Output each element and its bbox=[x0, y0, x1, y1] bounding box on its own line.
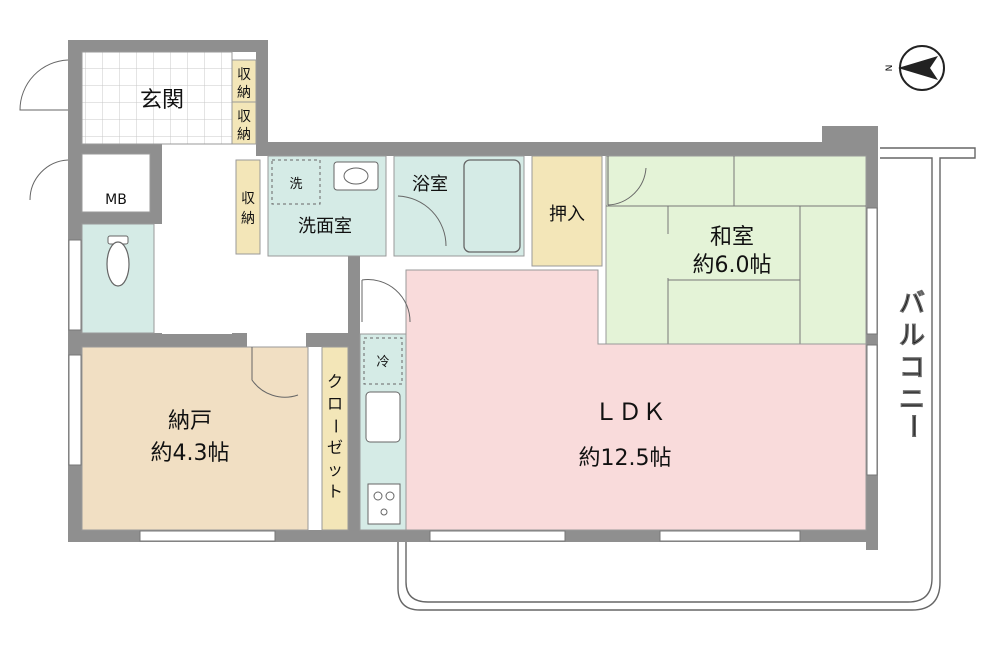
closet-char-3: ー bbox=[326, 418, 345, 434]
balcony: バ ル コ ニ ー bbox=[397, 147, 976, 611]
nando-label: 納戸 bbox=[168, 409, 212, 434]
closet-char-1: ク bbox=[327, 372, 343, 391]
bathtub-icon bbox=[463, 159, 521, 253]
mb-label: MB bbox=[105, 192, 127, 208]
shuno-upper-1: 収 納 bbox=[231, 59, 257, 103]
balcony-char-5: ー bbox=[897, 413, 927, 439]
ldk-room: ＬＤＫ 約12.5帖 bbox=[361, 269, 867, 531]
closet-char-4: ゼ bbox=[327, 438, 343, 457]
oshiire-room: 押入 bbox=[531, 155, 603, 267]
closet-room: ク ロ ー ゼ ッ ト bbox=[321, 346, 349, 531]
yokushitsu-label: 浴室 bbox=[412, 174, 448, 195]
oshiire-label: 押入 bbox=[549, 204, 585, 225]
shuno-2-bottom-char: 納 bbox=[237, 127, 251, 143]
balcony-char-3: コ bbox=[899, 353, 925, 383]
nando-size: 約4.3帖 bbox=[151, 441, 230, 466]
closet-char-6: ト bbox=[327, 482, 343, 501]
compass-label: N bbox=[885, 65, 895, 72]
mb-room: MB bbox=[81, 153, 151, 213]
compass-icon: N bbox=[885, 45, 945, 91]
shuno-3-top-char: 収 bbox=[241, 191, 255, 207]
kitchen-sink-icon bbox=[365, 391, 401, 443]
fridge-space bbox=[363, 337, 403, 385]
shuno-1-bottom-char: 納 bbox=[237, 85, 251, 101]
washitsu-size: 約6.0帖 bbox=[693, 253, 772, 278]
shuno-1-top-char: 収 bbox=[237, 67, 251, 83]
genkan-room: 玄関 bbox=[81, 51, 233, 145]
senmen-label: 洗面室 bbox=[298, 216, 352, 237]
closet-char-5: ッ bbox=[327, 460, 343, 479]
balcony-char-1: バ bbox=[899, 289, 925, 319]
shuno-upper-2: 収 納 bbox=[231, 101, 257, 145]
closet-char-2: ロ bbox=[327, 394, 343, 413]
sink-icon bbox=[343, 167, 369, 185]
rei-label: 冷 bbox=[376, 355, 389, 370]
kitchen-counter: 冷 bbox=[359, 333, 407, 531]
ldk-label: ＬＤＫ bbox=[594, 398, 666, 426]
shuno-hall: 収 納 bbox=[235, 159, 261, 255]
windows bbox=[68, 207, 878, 542]
balcony-char-4: ニ bbox=[899, 385, 925, 415]
shuno-2-top-char: 収 bbox=[237, 109, 251, 125]
yokushitsu-room: 浴室 bbox=[393, 155, 525, 257]
stove-icon bbox=[367, 483, 401, 525]
ldk-size: 約12.5帖 bbox=[579, 446, 672, 471]
toilet-room bbox=[81, 223, 155, 334]
hallway bbox=[162, 154, 232, 334]
washitsu-label: 和室 bbox=[710, 225, 754, 250]
sentaku-label: 洗 bbox=[289, 177, 302, 192]
toilet-icon bbox=[106, 241, 130, 287]
entrance-doors bbox=[19, 59, 69, 201]
washer-space bbox=[271, 159, 321, 205]
shuno-3-bottom-char: 納 bbox=[241, 211, 255, 227]
genkan-label: 玄関 bbox=[140, 88, 184, 113]
balcony-char-2: ル bbox=[899, 321, 925, 351]
washitsu-room: 和室 約6.0帖 bbox=[605, 155, 867, 345]
senmen-room: 洗 洗面室 bbox=[267, 155, 387, 257]
nando-room: 納戸 約4.3帖 bbox=[81, 346, 309, 531]
